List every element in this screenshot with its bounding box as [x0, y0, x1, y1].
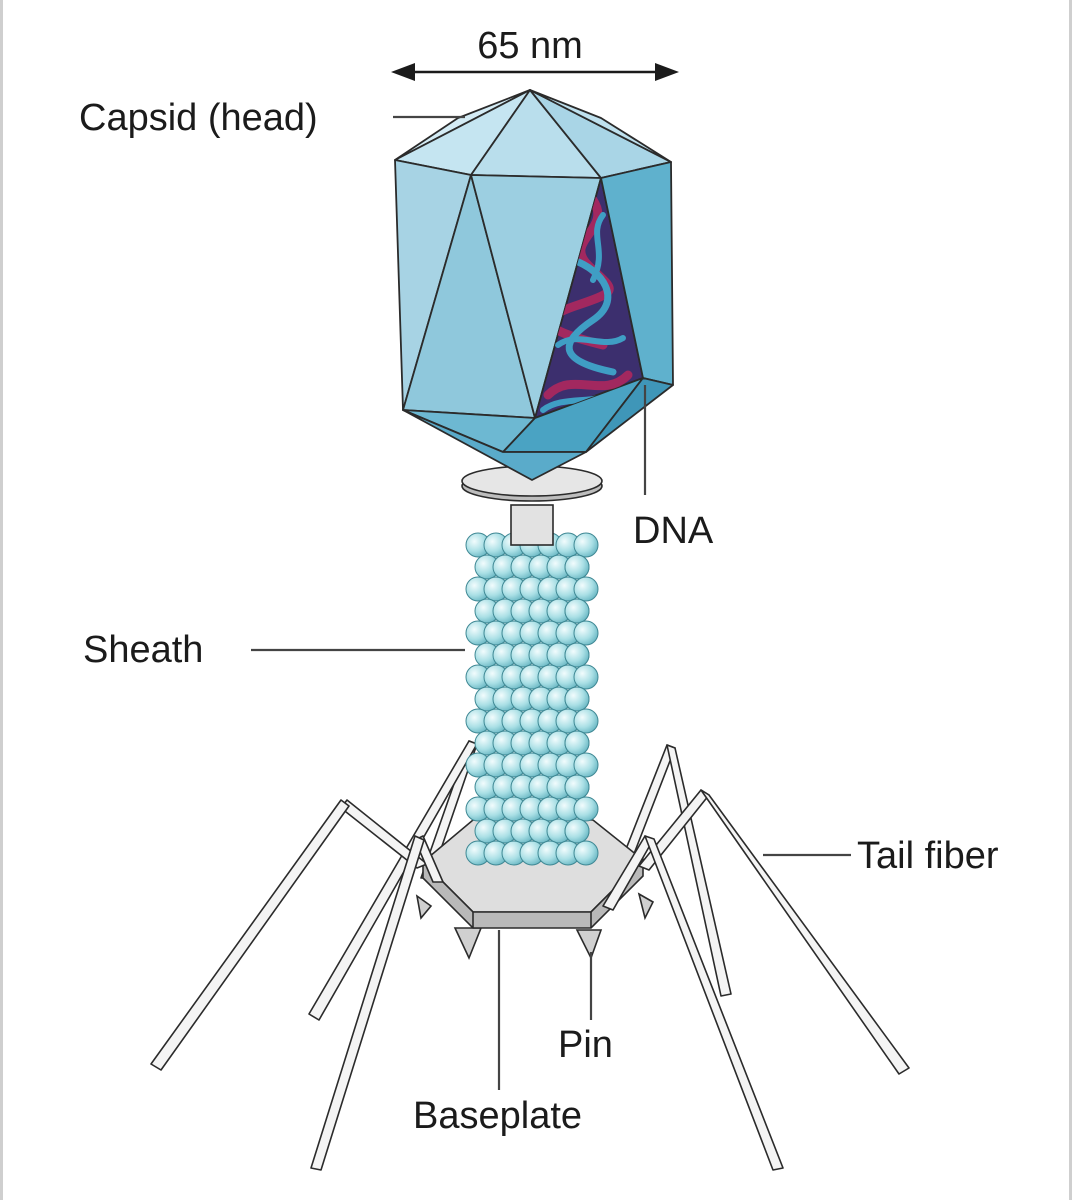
dimension-arrow [391, 63, 679, 81]
leader-lines [251, 115, 851, 1090]
capsid-label: Capsid (head) [79, 97, 318, 139]
pin-label: Pin [558, 1024, 613, 1066]
dimension-label: 65 nm [477, 25, 583, 67]
sheath-bead [573, 664, 599, 690]
sheath-bead [564, 818, 590, 844]
sheath-bead [573, 708, 599, 734]
tail-fiber-front-left-lower [150, 799, 350, 1071]
sheath-bead [564, 554, 590, 580]
tail-fiber-front-left-inner-lower [310, 835, 425, 1171]
tail-fiber-back-left-lower [308, 740, 478, 1021]
tail-fiber-front-left [340, 799, 428, 869]
diagram-canvas: 65 nm Capsid (head) DNA Sheath Tail fibe… [79, 25, 999, 1171]
capsid [394, 89, 674, 481]
sheath-bead [573, 752, 599, 778]
pin-far-right [637, 892, 655, 921]
sheath-label: Sheath [83, 629, 203, 671]
sheath-bead [573, 840, 599, 866]
sheath-bead [573, 620, 599, 646]
sheath-bead [564, 774, 590, 800]
pin-left [453, 927, 483, 961]
sheath-bead [564, 642, 590, 668]
tail-fiber-label: Tail fiber [857, 835, 999, 877]
sheath [465, 532, 599, 866]
tail-fiber-front-right-lower [700, 789, 910, 1075]
dna-label: DNA [633, 510, 714, 552]
pin-right [575, 929, 603, 961]
sheath-bead [564, 686, 590, 712]
sheath-bead [573, 576, 599, 602]
tail-fiber-front-right-inner-lower [644, 835, 784, 1171]
sheath-bead [564, 730, 590, 756]
pin-far-left [415, 894, 433, 920]
tail-fibers-front [150, 789, 910, 1171]
sheath-bead [564, 598, 590, 624]
collar [461, 465, 603, 546]
baseplate-label: Baseplate [413, 1095, 582, 1137]
sheath-bead [573, 796, 599, 822]
tail-fiber-back-right-lower [666, 744, 732, 997]
sheath-bead [573, 532, 599, 558]
